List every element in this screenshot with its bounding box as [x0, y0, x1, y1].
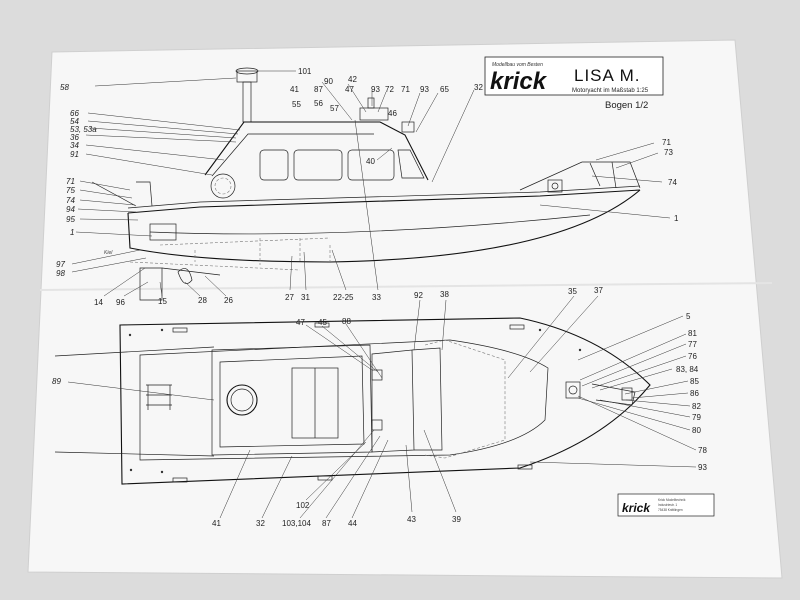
part-label: 41 — [212, 519, 221, 528]
part-label: 79 — [692, 413, 701, 422]
part-label: 53, 53a — [70, 125, 97, 134]
part-label: 71 — [401, 85, 410, 94]
part-label: 39 — [452, 515, 461, 524]
part-label: 102 — [296, 501, 310, 510]
part-label: 14 — [94, 298, 103, 307]
part-label: 75 — [66, 186, 75, 195]
part-label: 88 — [342, 317, 351, 326]
part-label: 43 — [407, 515, 416, 524]
part-label: 94 — [66, 205, 75, 214]
part-label: 47 — [345, 85, 354, 94]
part-label: 93 — [420, 85, 429, 94]
part-label: 93 — [698, 463, 707, 472]
part-label: 97 — [56, 260, 65, 269]
part-label: 37 — [594, 286, 603, 295]
part-label: 28 — [198, 296, 207, 305]
part-label: 36 — [70, 133, 79, 142]
side-view-labels: 58 66 54 53, 53a 36 34 91 71 75 74 94 95… — [56, 67, 679, 307]
part-label: 78 — [698, 446, 707, 455]
part-label: 65 — [440, 85, 449, 94]
part-label: 76 — [688, 352, 697, 361]
part-label: 31 — [301, 293, 310, 302]
model-subtitle: Motoryacht im Maßstab 1:25 — [572, 88, 649, 94]
part-label: 90 — [324, 77, 333, 86]
part-label: 45 — [318, 318, 327, 327]
part-label: 72 — [385, 85, 394, 94]
part-label: 33 — [372, 293, 381, 302]
paper-sheet — [27, 39, 783, 579]
top-view-labels: 92 38 35 37 47 45 88 89 5 81 77 76 83, 8… — [52, 286, 707, 528]
part-label: 80 — [692, 426, 701, 435]
part-label: 81 — [688, 329, 697, 338]
footer-block: krick Krick Modelltechnik Industriestr. … — [617, 493, 715, 517]
model-name: LISA M. — [574, 66, 641, 85]
part-label: 1 — [674, 214, 679, 223]
part-label: 1 — [70, 228, 74, 237]
part-label: 27 — [285, 293, 294, 302]
part-label: 74 — [66, 196, 75, 205]
part-label: 40 — [366, 157, 375, 166]
keel-note: Kiel — [104, 250, 113, 256]
side-view-leaders — [71, 70, 671, 297]
part-label: 103,104 — [282, 519, 311, 528]
top-view-leaders — [67, 295, 697, 519]
part-label: 58 — [60, 83, 69, 92]
part-label: 85 — [690, 377, 699, 386]
part-label: 32 — [474, 83, 483, 92]
part-label: 42 — [348, 75, 357, 84]
part-label: 77 — [688, 340, 697, 349]
part-label: 41 — [290, 85, 299, 94]
footer-brand: krick — [622, 501, 651, 515]
part-label: 66 — [70, 109, 79, 118]
part-label: 55 — [292, 100, 301, 109]
part-label: 32 — [256, 519, 265, 528]
title-tagline: Modellbau vom Besten — [492, 62, 543, 68]
svg-text:Krick Modelltechnik: Krick Modelltechnik — [658, 498, 686, 502]
sheet-number: Bogen 1/2 — [605, 100, 648, 111]
part-label: 98 — [56, 269, 65, 278]
part-label: 26 — [224, 296, 233, 305]
brand-logo: krick — [490, 68, 548, 95]
part-label: 38 — [440, 290, 449, 299]
part-label: 91 — [70, 150, 79, 159]
part-label: 46 — [388, 109, 397, 118]
part-label: 74 — [668, 178, 677, 187]
part-label: 95 — [66, 215, 75, 224]
part-label: 35 — [568, 287, 577, 296]
part-label: 82 — [692, 402, 701, 411]
part-label: 47 — [296, 318, 305, 327]
part-label: 93 — [371, 85, 380, 94]
part-label: 73 — [664, 148, 673, 157]
title-block: Modellbau vom Besten krick LISA M. Motor… — [484, 56, 664, 96]
part-label: 54 — [70, 117, 79, 126]
part-label: 86 — [690, 389, 699, 398]
part-label: 92 — [414, 291, 423, 300]
part-label: 22-25 — [333, 293, 354, 302]
part-label: 71 — [662, 138, 671, 147]
side-view-drawing — [91, 67, 641, 301]
part-label: 15 — [158, 297, 167, 306]
part-label: 57 — [330, 104, 339, 113]
part-label: 56 — [314, 99, 323, 108]
part-label: 96 — [116, 298, 125, 307]
part-label: 34 — [70, 141, 79, 150]
svg-text:75438 Knittlingen: 75438 Knittlingen — [658, 508, 683, 512]
part-label: 101 — [298, 67, 312, 76]
part-label: 83, 84 — [676, 365, 699, 374]
part-label: 5 — [686, 312, 691, 321]
svg-text:Industriestr. 1: Industriestr. 1 — [658, 503, 677, 507]
part-label: 87 — [314, 85, 323, 94]
part-label: 89 — [52, 377, 61, 386]
part-label: 87 — [322, 519, 331, 528]
part-label: 44 — [348, 519, 357, 528]
part-label: 71 — [66, 177, 75, 186]
